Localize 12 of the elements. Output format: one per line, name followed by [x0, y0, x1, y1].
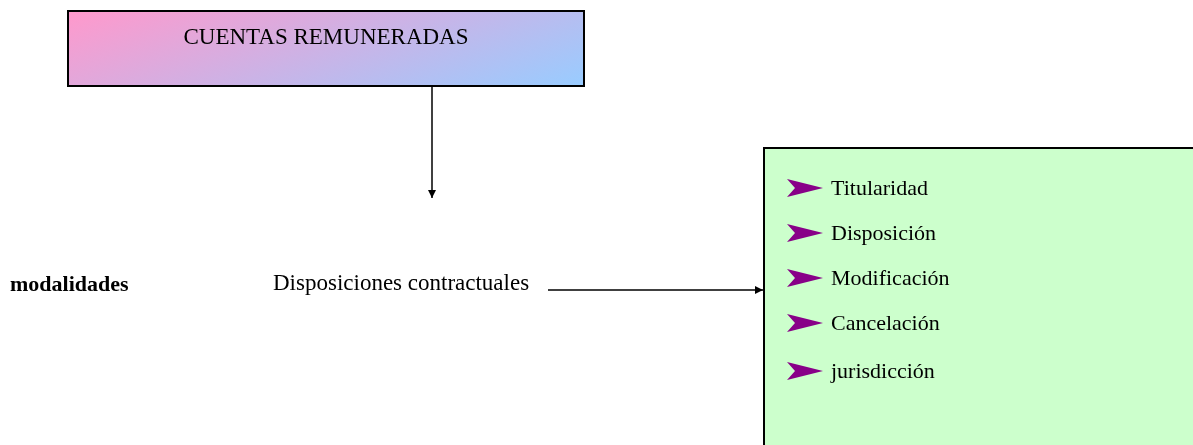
box-title: CUENTAS REMUNERADAS	[182, 23, 470, 51]
list-item: Cancelación	[831, 309, 940, 337]
list-item: jurisdicción	[831, 357, 935, 385]
list-item: Titularidad	[831, 174, 928, 202]
arrow	[547, 286, 764, 294]
arrow	[428, 86, 436, 199]
list-item: Disposición	[831, 219, 937, 247]
list-item: Modificación	[831, 264, 950, 292]
node-text: Disposiciones contractuales	[273, 269, 531, 297]
list-panel	[763, 147, 1193, 445]
side-label: modalidades	[10, 270, 129, 298]
title-box	[67, 10, 585, 87]
